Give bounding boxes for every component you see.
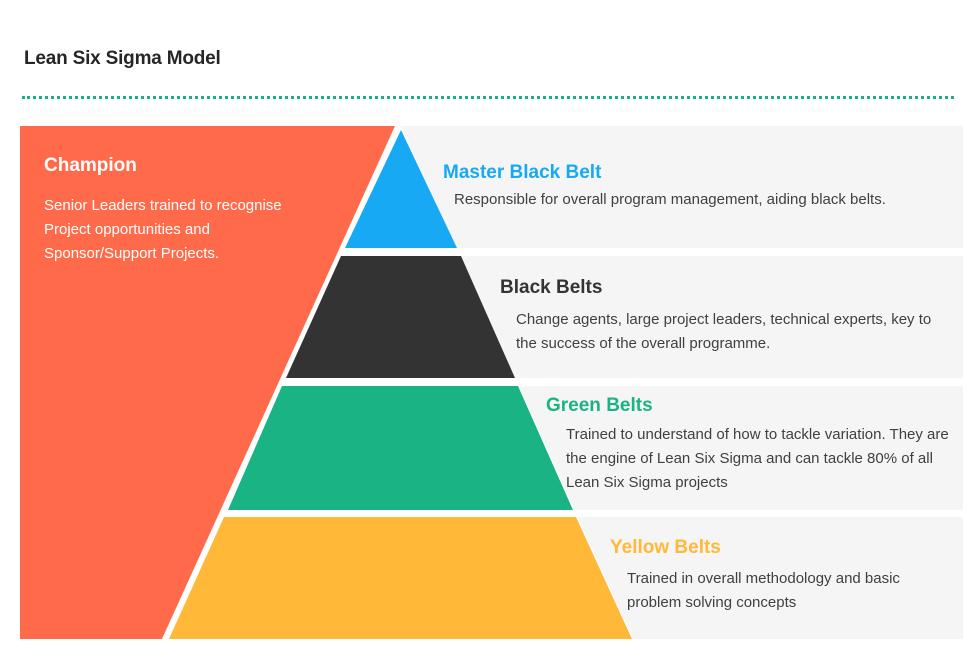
- champion-band: [20, 126, 395, 639]
- level-green-belts: Green Belts: [546, 395, 653, 417]
- level-description: Responsible for overall program manageme…: [454, 191, 886, 208]
- level-black-belts: Black Belts: [500, 277, 602, 299]
- page-title: Lean Six Sigma Model: [24, 48, 221, 69]
- level-title: Master Black Belt: [443, 162, 602, 183]
- pyramid-outline: [162, 126, 633, 639]
- title-divider: [22, 96, 954, 99]
- layer-green-belts: [228, 386, 573, 510]
- level-yellow-belts: Yellow Belts: [610, 537, 721, 559]
- champion-title: Champion: [44, 155, 137, 176]
- level-title: Yellow Belts: [610, 537, 721, 558]
- level-description: Trained to understand of how to tackle v…: [566, 426, 949, 491]
- level-title: Green Belts: [546, 395, 653, 416]
- level-master-black-belt: Master Black Belt: [443, 162, 601, 184]
- level-title: Black Belts: [500, 277, 603, 298]
- layer-yellow-belts: [169, 517, 632, 639]
- level-description: Trained in overall methodology and basic…: [627, 570, 900, 611]
- level-description: Change agents, large project leaders, te…: [516, 311, 932, 352]
- panel-master-black-belt: [400, 126, 963, 248]
- champion-description: Senior Leaders trained to recognise Proj…: [44, 197, 282, 262]
- layer-black-belts: [286, 256, 515, 378]
- layer-master-black-belt: [345, 130, 457, 248]
